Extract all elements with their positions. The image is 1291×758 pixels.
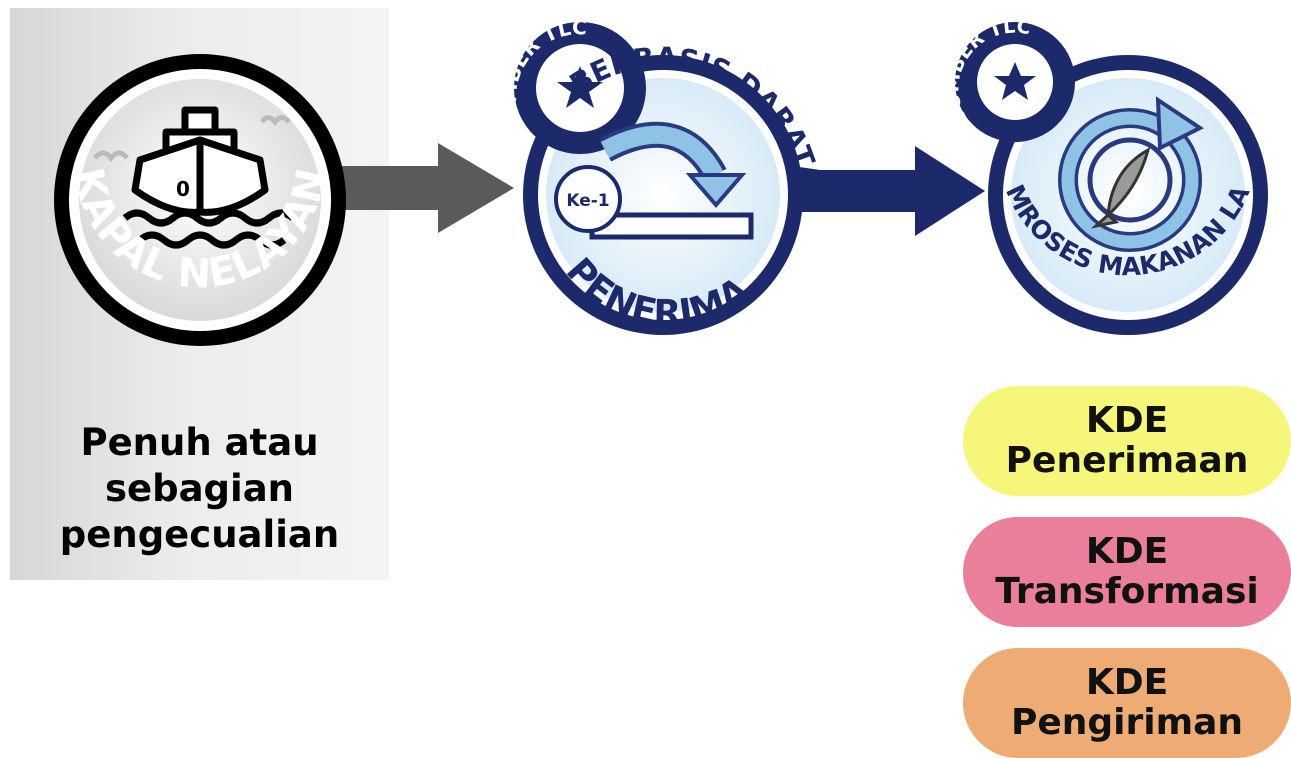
seagull-icon	[259, 115, 291, 127]
exemption-note-line: pengecualian	[59, 513, 340, 556]
gray-arrow	[340, 143, 514, 233]
kde-transformation-line1: KDE	[1085, 531, 1169, 572]
ship-icon	[122, 106, 296, 249]
first-tag	[554, 165, 622, 233]
kde-receiving-line1: KDE	[1085, 400, 1169, 441]
kde-transformation-line2: Transformasi	[995, 571, 1259, 612]
kde-transformation: KDE Transformasi	[963, 517, 1291, 627]
processing-cycle-icon	[1058, 96, 1204, 252]
kde-shipping-line1: KDE	[1085, 662, 1169, 703]
kde-shipping: KDE Pengiriman	[963, 648, 1291, 758]
exemption-note: Penuh atau sebagian pengecualian	[10, 420, 389, 558]
first-receiver-node: SUMBER TLC BERBASIS DARATAN PENERIMA Ke-…	[497, 15, 828, 335]
kde-shipping-line2: Pengiriman	[1010, 702, 1244, 743]
exemption-note-line: Penuh atau	[80, 421, 319, 464]
star-icon	[994, 62, 1036, 100]
fish-icon	[1091, 146, 1151, 229]
star-icon	[557, 66, 603, 108]
navy-arrow	[800, 146, 985, 236]
first-tag-label: Ke-1	[566, 191, 609, 211]
vessel-node: 0 KAPAL NELAYAN	[54, 54, 346, 346]
exemption-note-line: sebagian	[104, 467, 295, 510]
kde-receiving-line2: Penerimaan	[1005, 440, 1249, 481]
kde-receiving: KDE Penerimaan	[963, 386, 1291, 496]
ship-number: 0	[176, 177, 190, 201]
seagull-icon	[93, 150, 129, 162]
